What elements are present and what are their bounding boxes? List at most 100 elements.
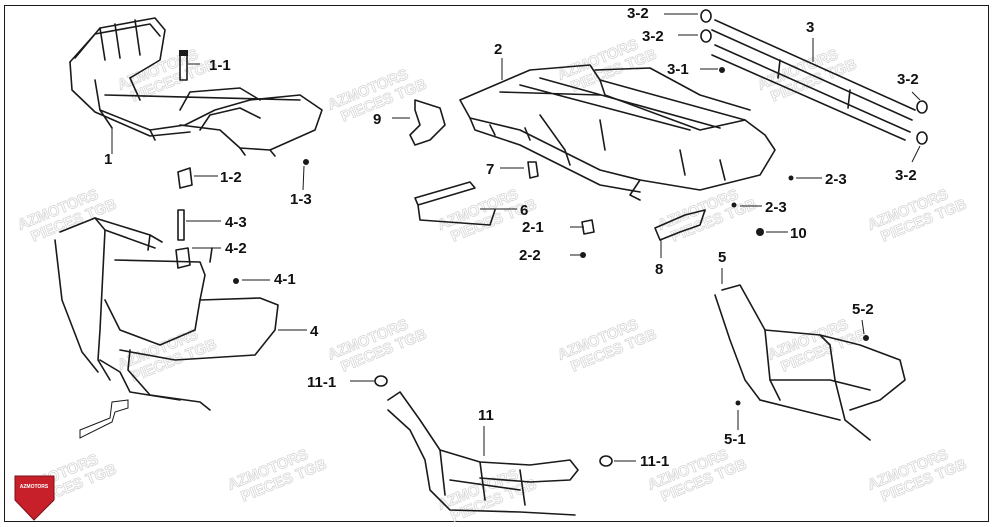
callout-label: 11-1 — [307, 374, 336, 391]
part-11-1-cap-a — [374, 375, 388, 387]
callout: 2-3 — [796, 171, 847, 188]
callout: 7 — [486, 161, 524, 178]
callout: 5-2 — [852, 301, 874, 335]
part-3-1-nut — [719, 67, 725, 73]
callout-label: 3-2 — [895, 167, 917, 184]
callout-label: 3-1 — [667, 61, 689, 78]
callout-label: 4-2 — [225, 240, 247, 257]
callout-label: 8 — [655, 261, 663, 278]
part-7-bolt — [527, 161, 539, 179]
callout-label: 2-1 — [522, 219, 544, 236]
callout: 1-3 — [290, 165, 312, 208]
callout-leader — [302, 165, 305, 191]
callout-leader — [911, 91, 921, 101]
callout-label: 4-3 — [225, 214, 247, 231]
callout-label: 7 — [486, 161, 494, 178]
callout: 3-1 — [667, 61, 718, 78]
azmotors-logo: AZMOTORS — [14, 475, 55, 521]
callout: 5-1 — [724, 410, 746, 448]
callout-label: 1 — [104, 151, 112, 168]
part-5-1-nut — [735, 400, 741, 406]
callout: 6 — [480, 202, 528, 219]
part-3-tube — [711, 19, 916, 141]
part-1-rear-rack — [69, 17, 323, 157]
part-2-1-clip — [581, 219, 595, 235]
callout: 8 — [655, 240, 663, 278]
callout: 11-1 — [307, 374, 374, 391]
callout: 3 — [806, 19, 814, 62]
callout: 10 — [766, 225, 807, 242]
part-3-2-caps — [700, 9, 928, 145]
part-2-main-rack — [459, 64, 776, 201]
part-9-bracket — [409, 99, 446, 146]
callout: 4-2 — [192, 240, 247, 257]
callout: 3-2 — [627, 5, 698, 22]
callout: 2-3 — [740, 199, 787, 216]
callout-label: 3-2 — [627, 5, 649, 22]
callout: 2-1 — [522, 219, 584, 236]
part-4-2-clamp — [175, 247, 191, 269]
part-10-bolt — [756, 228, 764, 236]
callout-layer: 1-111-21-322-12-22-32-333-13-23-23-23-24… — [104, 5, 921, 470]
callout: 11-1 — [614, 453, 669, 470]
callout-label: 2-2 — [519, 247, 541, 264]
callout: 11 — [478, 407, 494, 456]
callout-leader — [861, 319, 865, 335]
callout-leader — [911, 145, 921, 163]
callout-label: 5-2 — [852, 301, 874, 318]
callout-label: 2 — [494, 41, 502, 58]
part-2-3-nut-b — [731, 202, 737, 208]
callout: 3-2 — [897, 71, 921, 101]
callout: 4-3 — [186, 214, 247, 231]
callout: 1-2 — [194, 169, 242, 186]
part-8-bracket — [654, 209, 706, 241]
callout-label: 3-2 — [897, 71, 919, 88]
callout-label: 2-3 — [765, 199, 787, 216]
callout-label: 1-2 — [220, 169, 242, 186]
part-5-2-nut — [863, 335, 869, 341]
callout-label: 3 — [806, 19, 814, 36]
callout-label: 1-3 — [290, 191, 312, 208]
callout-label: 4-1 — [274, 271, 296, 288]
callout: 3-2 — [895, 145, 921, 184]
part-5-rear-guard — [714, 284, 906, 441]
callout-label: 3-2 — [642, 28, 664, 45]
part-1-2-clamp — [177, 167, 193, 189]
front-direction-arrow — [79, 399, 129, 439]
callout-label: 5 — [718, 249, 726, 266]
part-4-front-guard — [54, 217, 279, 411]
callout-label: 11-1 — [640, 453, 669, 470]
part-1-3-nut — [303, 159, 309, 165]
callout: 5 — [718, 249, 726, 284]
callout-label: 11 — [478, 407, 494, 424]
part-2-3-nut-a — [788, 175, 794, 181]
callout: 3-2 — [642, 28, 698, 45]
part-1-1-bolt — [179, 50, 188, 81]
callout-label: 6 — [520, 202, 528, 219]
callout: 2 — [494, 41, 503, 80]
part-4-1-nut — [233, 278, 239, 284]
callout: 4 — [278, 323, 319, 340]
part-2-2-nut — [580, 252, 586, 258]
part-11-bumper — [387, 391, 579, 516]
diagram-frame — [4, 5, 989, 522]
callout-label: 9 — [373, 111, 381, 128]
callout-label: 2-3 — [825, 171, 847, 188]
callout: 1 — [104, 128, 113, 168]
callout: 4-1 — [242, 271, 296, 288]
callout-label: 10 — [790, 225, 807, 242]
callout-label: 4 — [310, 323, 319, 340]
svg-text:AZMOTORS: AZMOTORS — [20, 484, 49, 490]
